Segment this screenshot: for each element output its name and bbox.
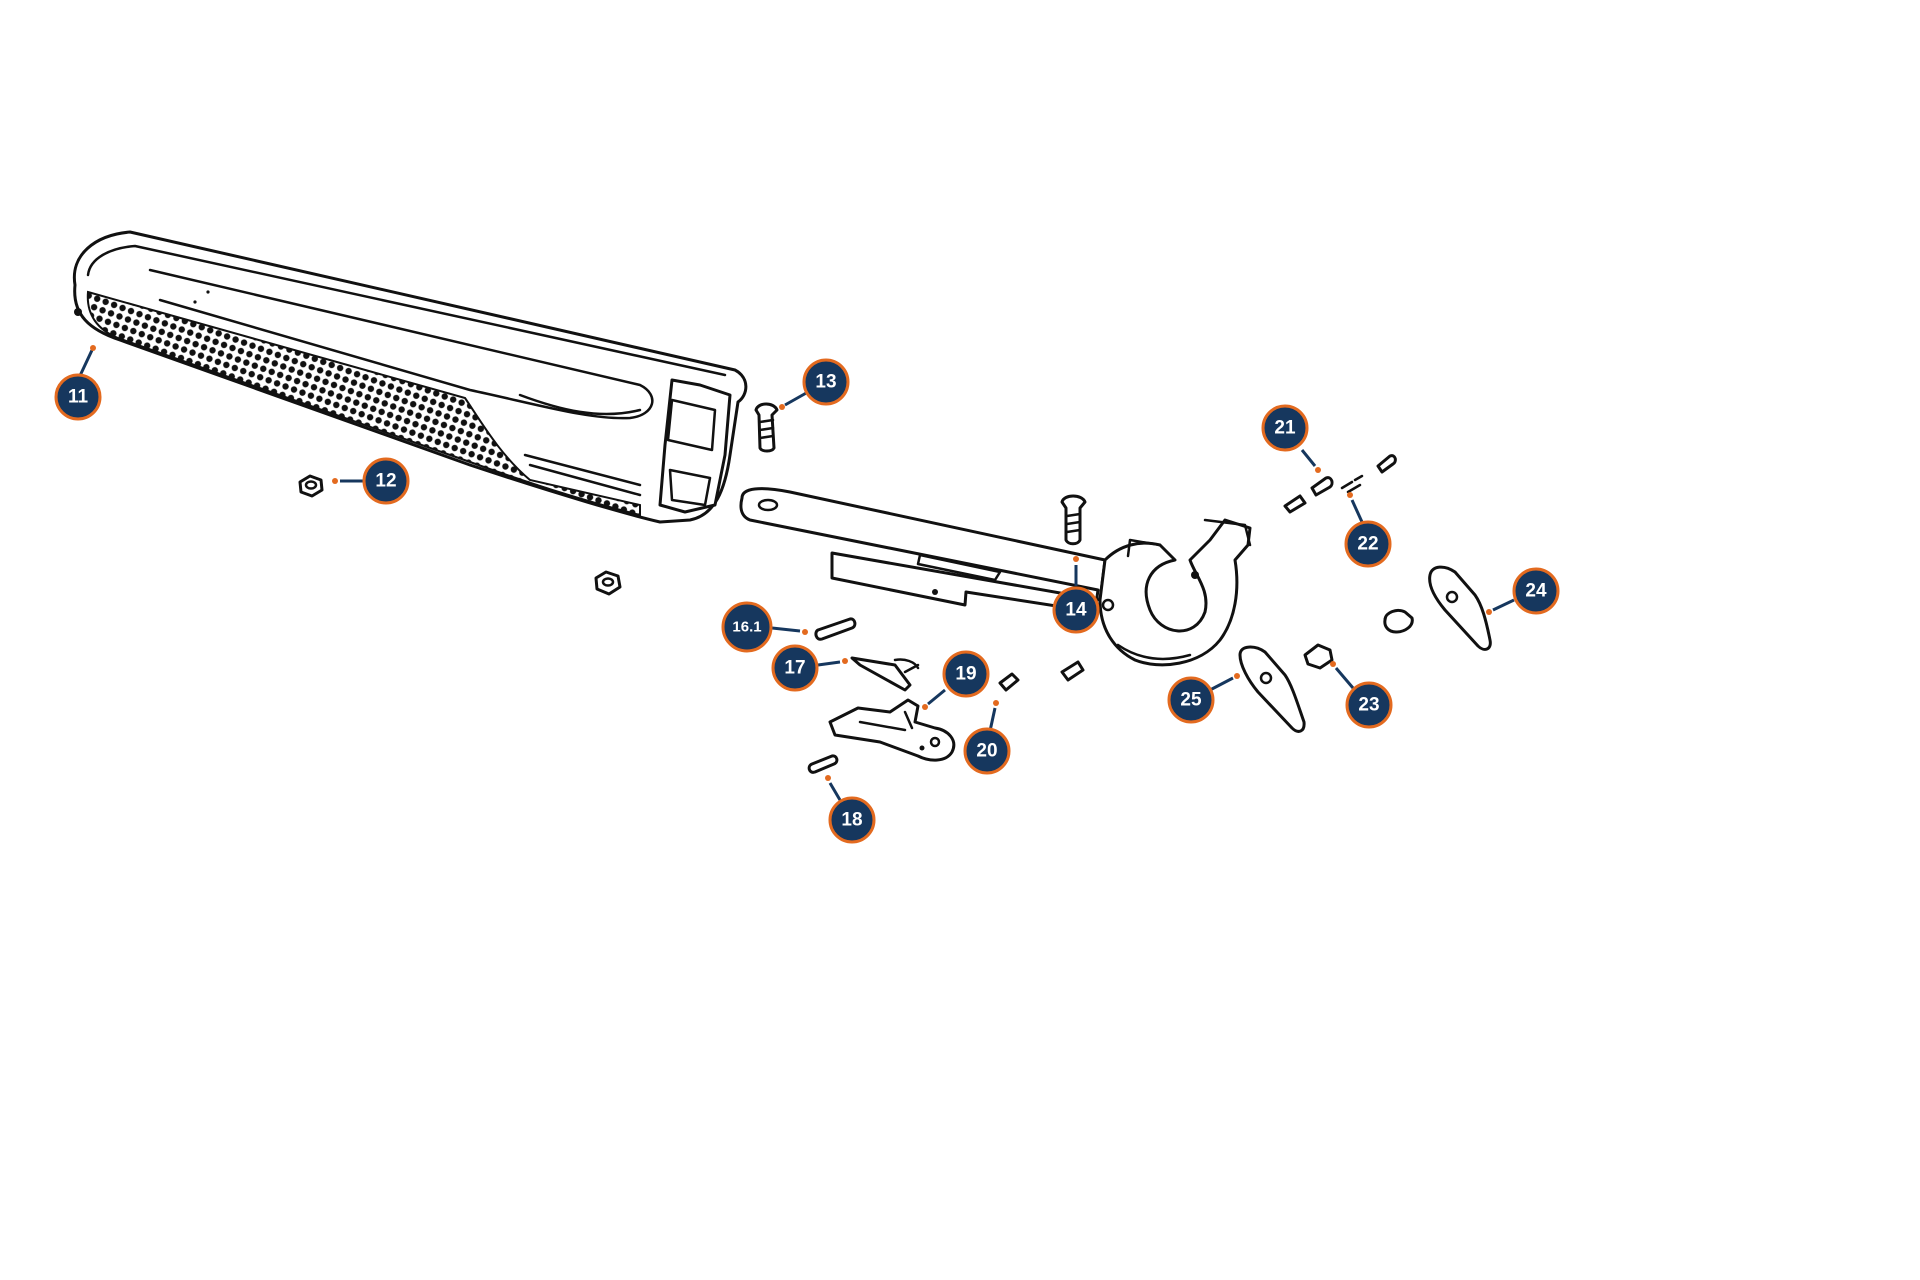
callout-label: 11 [68,387,89,408]
nut-part-loose [594,570,622,596]
small-screw-part-20 [998,672,1020,692]
callout-23: 23 [1345,681,1393,729]
plate-part-24 [1428,565,1492,651]
callout-20: 20 [963,727,1011,775]
screw-part-23 [1303,643,1334,670]
latch-part-19 [828,698,956,762]
callout-25: 25 [1167,676,1215,724]
callout-label: 24 [1525,581,1547,602]
callout-label: 21 [1274,418,1296,439]
pin-part-16-1 [814,617,857,641]
callout-label: 23 [1358,695,1379,716]
nut-part [298,474,324,498]
callout-label: 18 [841,810,862,831]
screw-part-13 [754,402,779,453]
callout-12: 12 [362,457,410,505]
forend-wood-part [72,230,748,524]
callout-19: 19 [942,650,990,698]
callout-18: 18 [828,796,876,844]
screw-part-14 [1060,494,1087,546]
exploded-parts-diagram: 11 12 13 14 16.1 17 18 19 20 21 22 23 24… [54,230,1560,844]
small-screw-part-21 [1283,454,1397,514]
callout-21: 21 [1261,404,1309,452]
callout-label: 19 [955,664,976,685]
callout-label: 16.1 [732,619,761,636]
callout-label: 20 [976,741,997,762]
forend-iron-part [739,487,1252,667]
callout-label: 12 [375,471,396,492]
callout-label: 25 [1180,690,1202,711]
pin-part-18 [807,754,839,774]
callout-label: 22 [1357,534,1378,555]
callout-label: 13 [815,372,836,393]
button-part [1383,608,1414,634]
callout-label: 17 [784,658,805,679]
callout-14: 14 [1052,586,1100,634]
callout-17: 17 [771,644,819,692]
lever-part-17 [850,656,920,692]
callout-label: 14 [1065,600,1087,621]
callout-24: 24 [1512,567,1560,615]
callout-11: 11 [54,373,102,421]
plate-part-25 [1238,645,1306,733]
callout-22: 22 [1344,520,1392,568]
small-part-22 [1340,474,1364,494]
callout-13: 13 [802,358,850,406]
small-screw-part [1060,660,1085,682]
callout-16-1: 16.1 [721,601,773,653]
